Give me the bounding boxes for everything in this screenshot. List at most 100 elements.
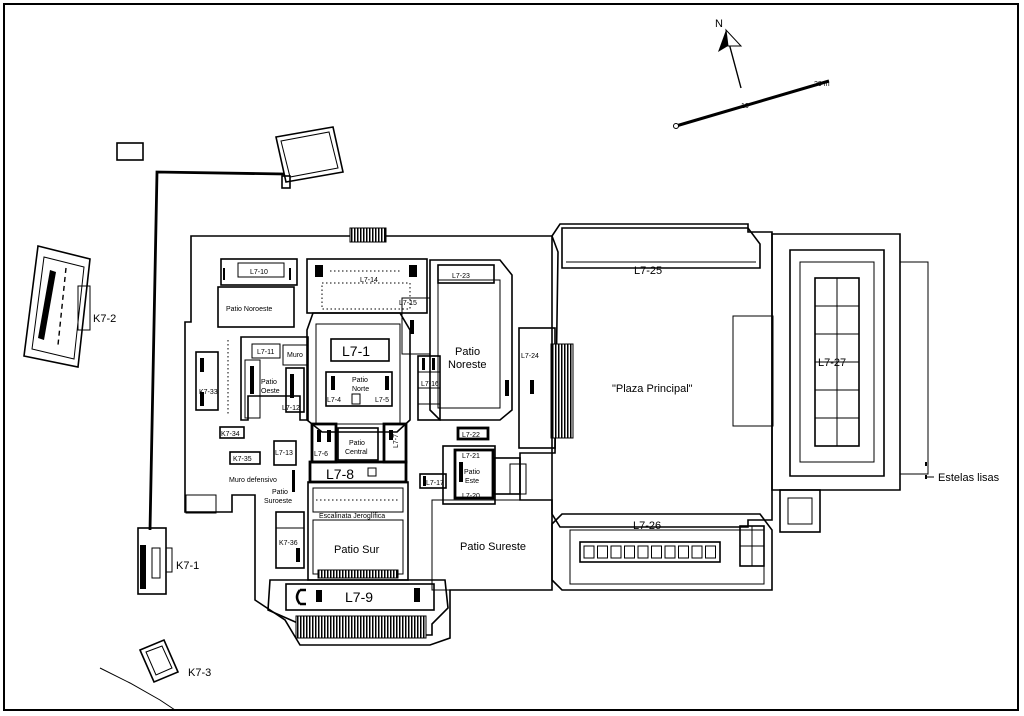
label-l7-10: L7-10 [250, 269, 268, 276]
l7-26-room [664, 545, 676, 559]
map-frame [3, 3, 1019, 711]
structure-l7-10: L7-10 [220, 258, 298, 286]
label-patio-central-2: Central [345, 449, 368, 456]
scale-label-end: 20 m [814, 81, 830, 88]
label-l7-23: L7-23 [452, 273, 470, 280]
label-escalinata: Escalinata Jeroglífica [319, 513, 385, 520]
structure-l7-8: L7-8 [308, 460, 408, 484]
label-k7-33: K7-33 [199, 389, 218, 396]
structure-l7-16: L7-16 [417, 355, 441, 421]
structure-k7-33: K7-33 [195, 340, 229, 416]
small-mound [116, 142, 144, 161]
patio-suroeste: Patio Suroeste [264, 489, 292, 505]
structure-l7-6: L7-6 [310, 422, 338, 464]
structure-l7-26: L7-26 [551, 513, 773, 591]
structure-k7-2: K7-2 [23, 245, 116, 368]
patio-noroeste: Patio Noroeste [217, 286, 295, 328]
long-causeway-wall [148, 170, 285, 531]
label-patio-oeste-1: Patio [261, 379, 277, 386]
acropolis-outer-platform [184, 235, 559, 646]
structure-l7-9: L7-9 [267, 579, 449, 639]
structure-k7-1: K7-1 [137, 527, 199, 595]
label-l7-8: L7-8 [326, 466, 354, 482]
l7-26-room [583, 545, 595, 559]
label-l7-11: L7-11 [257, 349, 274, 356]
structure-l7-13: L7-13 [273, 440, 297, 466]
label-l7-26: L7-26 [633, 520, 661, 532]
sw-step [185, 494, 217, 514]
muro-defensivo: Muro defensivo [229, 470, 295, 492]
label-l7-24: L7-24 [521, 353, 539, 360]
label-patio-noreste-2: Noreste [448, 359, 487, 371]
l7-26-room [705, 545, 716, 559]
se-small-structure-inner [787, 497, 813, 525]
label-k7-36: K7-36 [279, 540, 298, 547]
label-k7-1: K7-1 [176, 560, 199, 572]
label-muro-defensivo: Muro defensivo [229, 477, 277, 484]
label-plaza-principal: "Plaza Principal" [612, 383, 693, 395]
l7-26-room [691, 545, 703, 559]
label-patio-oeste-2: Oeste [261, 388, 280, 395]
scale-label-mid: 10 [741, 103, 749, 110]
l7-26-room [651, 545, 662, 559]
structure-l7-7: L7-7 [382, 422, 408, 464]
structure-l7-27: L7-27 [771, 233, 929, 491]
label-l7-9: L7-9 [345, 589, 373, 605]
label-l7-5: L7-5 [375, 397, 389, 404]
estelas-lisas: Estelas lisas [925, 462, 1000, 484]
label-l7-27: L7-27 [818, 357, 846, 369]
patio-sureste: Patio Sureste [431, 499, 553, 591]
north-stair [349, 227, 387, 243]
label-patio-suroeste-2: Suroeste [264, 498, 292, 505]
label-estelas-lisas: Estelas lisas [938, 472, 1000, 484]
structure-l7-25: L7-25 [561, 227, 761, 277]
label-patio-norte-1: Patio [352, 377, 368, 384]
label-patio-noreste-1: Patio [455, 346, 480, 358]
label-patio-sureste: Patio Sureste [460, 541, 526, 553]
label-patio-norte-2: Norte [352, 386, 369, 393]
structure-k7-35: K7-35 [229, 451, 261, 465]
l7-26-room [637, 545, 649, 559]
northern-platform [275, 126, 344, 189]
label-l7-4: L7-4 [327, 397, 341, 404]
label-patio-central-1: Patio [349, 440, 365, 447]
label-l7-21: L7-21 [462, 453, 480, 460]
plaza-platform [732, 315, 774, 427]
label-patio-este-1: Patio [464, 469, 480, 476]
l7-26-room [610, 545, 622, 559]
label-l7-12: L7-12 [282, 405, 300, 412]
se-small-structure [779, 489, 821, 533]
label-l7-14: L7-14 [360, 277, 378, 284]
label-patio-sur: Patio Sur [334, 544, 380, 556]
label-l7-13: L7-13 [275, 450, 293, 457]
structure-k7-3: K7-3 [99, 638, 211, 711]
structure-l7-1: L7-1 Patio Norte L7-4 L7-5 [306, 312, 411, 433]
label-muro: Muro [287, 352, 303, 359]
label-k7-3: K7-3 [188, 667, 211, 679]
patio-oeste-group: L7-11 Muro Patio Oeste L7-12 [240, 336, 309, 421]
structure-l7-24: L7-24 [518, 327, 574, 449]
scale-bar: 10 20 m [673, 79, 830, 129]
structure-l7-17: L7-17 [419, 473, 447, 489]
structure-l7-22: L7-22 [456, 426, 490, 441]
l7-26-room [624, 545, 635, 559]
patio-este: L7-21 Patio Este L7-20 [442, 445, 527, 505]
label-l7-17: L7-17 [426, 480, 444, 487]
north-label: N [715, 18, 723, 30]
structure-k7-34: K7-34 [219, 426, 245, 439]
label-k7-35: K7-35 [233, 456, 252, 463]
label-k7-34: K7-34 [221, 431, 240, 438]
structure-l7-15: L7-15 [399, 297, 431, 355]
label-l7-20: L7-20 [462, 493, 480, 500]
patio-noreste: Patio Noreste L7-23 [429, 259, 513, 421]
label-l7-1: L7-1 [342, 343, 370, 359]
label-l7-22: L7-22 [462, 432, 480, 439]
label-patio-este-2: Este [465, 478, 479, 485]
label-patio-noroeste: Patio Noroeste [226, 306, 272, 313]
label-patio-suroeste-1: Patio [272, 489, 288, 496]
patio-sur: Escalinata Jeroglífica Patio Sur [307, 481, 409, 581]
structure-k7-36: K7-36 [275, 511, 305, 569]
label-l7-16: L7-16 [421, 381, 439, 388]
label-l7-7: L7-7 [393, 434, 400, 448]
